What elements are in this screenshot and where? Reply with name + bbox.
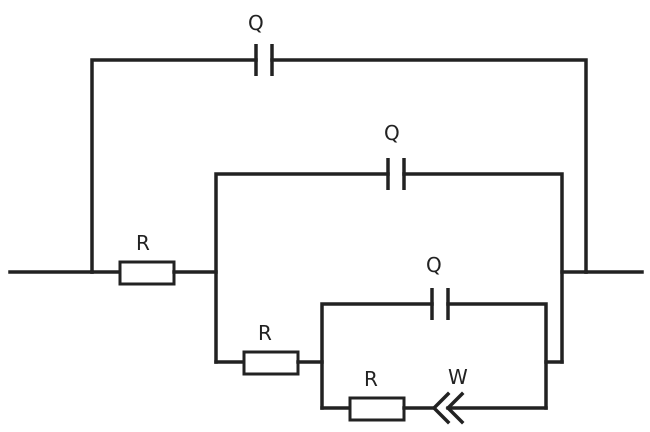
res-inner-label: R — [364, 367, 378, 391]
cap-inner-label: Q — [426, 253, 442, 277]
res-middle-resistor — [242, 350, 300, 376]
middle-loop — [214, 158, 588, 364]
cap-outer-label: Q — [248, 11, 264, 35]
res-series-resistor — [118, 260, 176, 286]
res-middle-label: R — [258, 321, 272, 345]
warburg-element — [431, 391, 548, 425]
res-series-label: R — [136, 231, 150, 255]
outer-loop — [90, 44, 588, 274]
res-inner-resistor — [348, 396, 406, 422]
cap-middle-label: Q — [384, 121, 400, 145]
inner-loop — [320, 288, 548, 410]
warburg-label: W — [448, 365, 468, 389]
